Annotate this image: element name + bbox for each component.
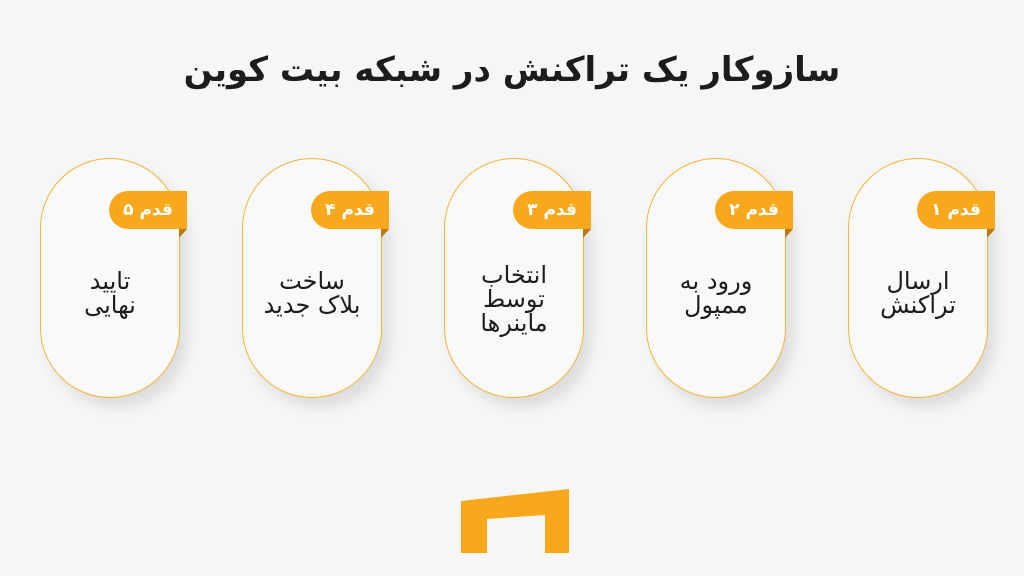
step-badge-4: قدم ۴ <box>311 191 389 229</box>
badge-fold <box>583 229 591 238</box>
step-badge-3: قدم ۳ <box>513 191 591 229</box>
step-label-3: انتخاب توسط ماینرها <box>480 261 548 337</box>
step-card-3: قدم ۳ انتخاب توسط ماینرها <box>444 158 591 398</box>
badge-fold <box>785 229 793 238</box>
badge-fold <box>987 229 995 238</box>
brand-logo-icon <box>461 489 569 553</box>
step-label-2: ورود به ممپول <box>679 267 753 319</box>
badge-fold <box>381 229 389 238</box>
step-card-2: قدم ۲ ورود به ممپول <box>646 158 793 398</box>
step-badge-1: قدم ۱ <box>917 191 995 229</box>
step-card-5: قدم ۵ تایید نهایی <box>40 158 187 398</box>
page-title: سازوکار یک تراکنش در شبکه بیت کوین <box>183 50 841 90</box>
step-card-1: قدم ۱ ارسال تراکنش <box>848 158 995 398</box>
step-label-1: ارسال تراکنش <box>880 267 956 319</box>
step-badge-5: قدم ۵ <box>109 191 187 229</box>
step-card-4: قدم ۴ ساخت بلاک جدید <box>242 158 389 398</box>
step-label-4: ساخت بلاک جدید <box>263 267 361 319</box>
step-badge-2: قدم ۲ <box>715 191 793 229</box>
badge-fold <box>179 229 187 238</box>
step-label-5: تایید نهایی <box>84 267 136 319</box>
